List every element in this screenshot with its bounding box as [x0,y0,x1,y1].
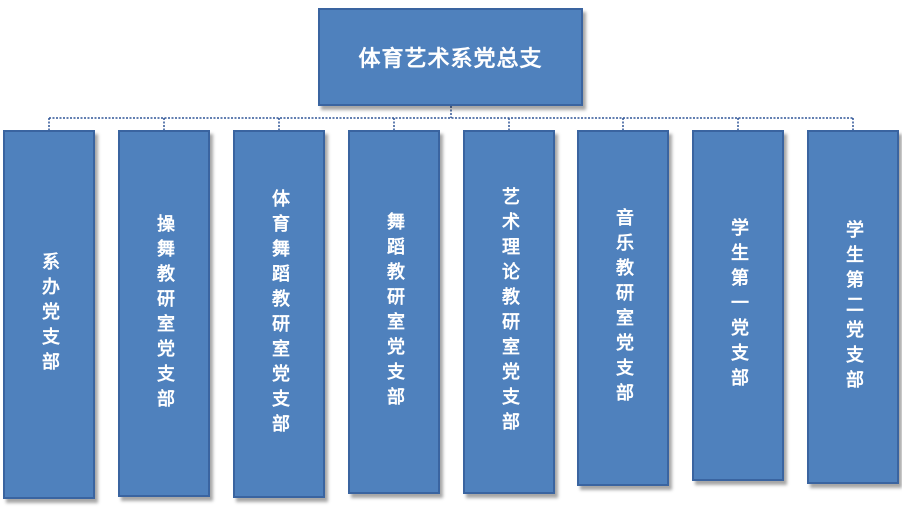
branch-node: 舞蹈教研室党支部 [348,130,440,494]
branch-node: 学生第二党支部 [807,130,899,484]
branch-node: 音乐教研室党支部 [577,130,669,486]
branch-node: 学生第一党支部 [692,130,784,481]
branch-node: 体育舞蹈教研室党支部 [233,130,325,498]
branch-node-label: 音乐教研室党支部 [613,208,634,408]
branch-node-label: 艺术理论教研室党支部 [499,187,520,437]
branch-node-label: 体育舞蹈教研室党支部 [269,189,290,439]
branch-node: 操舞教研室党支部 [118,130,210,497]
branch-node: 艺术理论教研室党支部 [463,130,555,494]
branch-node-label: 操舞教研室党支部 [154,213,175,414]
branch-node-label: 系办党支部 [39,252,60,377]
branch-node-label: 学生第二党支部 [843,219,864,395]
branch-node-label: 舞蹈教研室党支部 [384,212,405,412]
root-node: 体育艺术系党总支 [318,8,583,106]
branch-node: 系办党支部 [3,130,95,499]
root-node-label: 体育艺术系党总支 [358,47,543,72]
branch-node-label: 学生第一党支部 [728,218,749,393]
